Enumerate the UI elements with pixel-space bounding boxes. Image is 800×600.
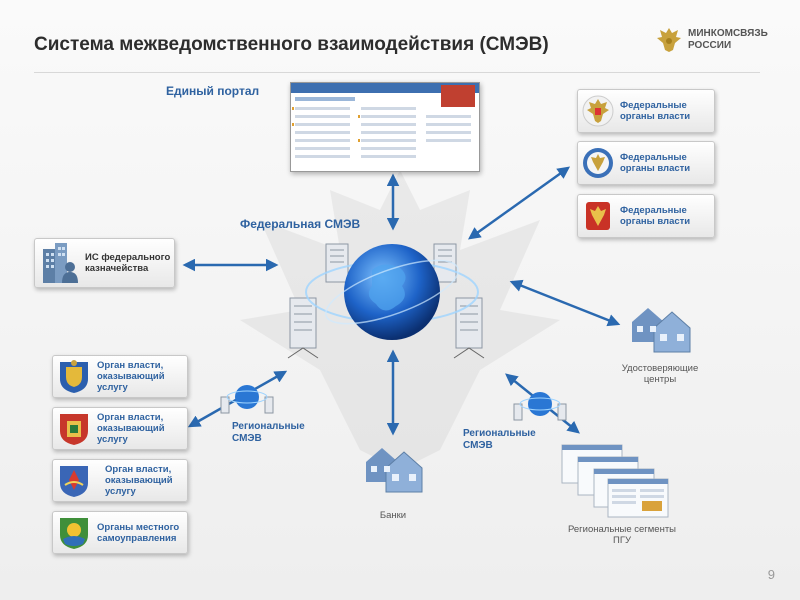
federal-emblem-red-icon	[586, 202, 610, 230]
server-icon	[287, 297, 319, 359]
regional-pgu-label: Региональные сегменты ПГУ	[567, 524, 677, 546]
office-building-icon	[43, 243, 78, 283]
arrow-cert-centers	[509, 279, 621, 327]
municipal-coat-of-arms-icon	[60, 517, 88, 549]
federal-body-label: Федеральные органы власти	[620, 152, 691, 174]
federal-body-card-2[interactable]: Федеральные органы власти	[577, 141, 715, 185]
ministry-name: МИНКОМСВЯЗЬ РОССИИ	[688, 28, 768, 51]
regional-body-card-1[interactable]: Орган власти, оказывающий услугу	[52, 355, 188, 398]
federal-emblem-icon	[582, 95, 614, 127]
bank-building-icon	[366, 448, 423, 493]
federal-body-label: Федеральные органы власти	[620, 100, 691, 122]
cert-center-building-icon	[632, 308, 691, 353]
cert-centers-label: Удостоверяющие центры	[621, 363, 699, 385]
regional-body-card-2[interactable]: Орган власти, оказывающий услугу	[52, 407, 188, 450]
federal-body-card-3[interactable]: Федеральные органы власти	[577, 194, 715, 238]
regional-coat-of-arms-icon	[60, 465, 88, 497]
server-icon	[453, 297, 485, 359]
page-title: Система межведомственного взаимодействия…	[34, 34, 549, 55]
eagle-emblem-icon	[657, 28, 681, 52]
regional-coat-of-arms-icon	[60, 359, 88, 393]
municipal-body-label: Органы местного самоуправления	[97, 521, 180, 544]
server-icon	[325, 243, 349, 283]
portal-screenshot[interactable]	[290, 82, 480, 172]
treasury-card[interactable]: ИС федерального казначейства	[34, 238, 175, 288]
treasury-label: ИС федерального казначейства	[85, 252, 171, 274]
regional-pgu-screens-icon	[561, 444, 669, 518]
portal-label: Единый портал	[166, 84, 260, 98]
regional-coat-of-arms-icon	[60, 413, 88, 445]
regional-smev-left-icon	[220, 385, 274, 414]
federal-body-label: Федеральные органы власти	[620, 205, 691, 227]
municipal-body-card[interactable]: Органы местного самоуправления	[52, 511, 188, 554]
federal-smev-hub	[287, 243, 485, 359]
federal-emblem-blue-icon	[583, 148, 613, 178]
regional-body-label: Орган власти, оказывающий услугу	[97, 412, 165, 445]
page-number: 9	[767, 567, 775, 582]
regional-body-label: Орган власти, оказывающий услугу	[105, 464, 173, 497]
banks-label: Банки	[379, 510, 407, 521]
regional-smev-right-icon	[513, 392, 567, 421]
ministry-logo: МИНКОМСВЯЗЬ РОССИИ	[656, 26, 768, 54]
regional-body-label: Орган власти, оказывающий услугу	[97, 360, 165, 393]
globe-icon	[305, 244, 479, 340]
arrow-federal-bodies	[467, 166, 571, 240]
regional-body-card-3[interactable]: Орган власти, оказывающий услугу	[52, 459, 188, 502]
regional-smev-left-label: Региональные СМЭВ	[232, 421, 305, 444]
title-divider	[34, 72, 760, 73]
federal-body-card-1[interactable]: Федеральные органы власти	[577, 89, 715, 133]
server-icon	[433, 243, 457, 283]
portal-page-thumbnail	[291, 83, 479, 158]
federal-smev-label: Федеральная СМЭВ	[240, 217, 361, 231]
regional-smev-right-label: Региональные СМЭВ	[463, 428, 536, 451]
